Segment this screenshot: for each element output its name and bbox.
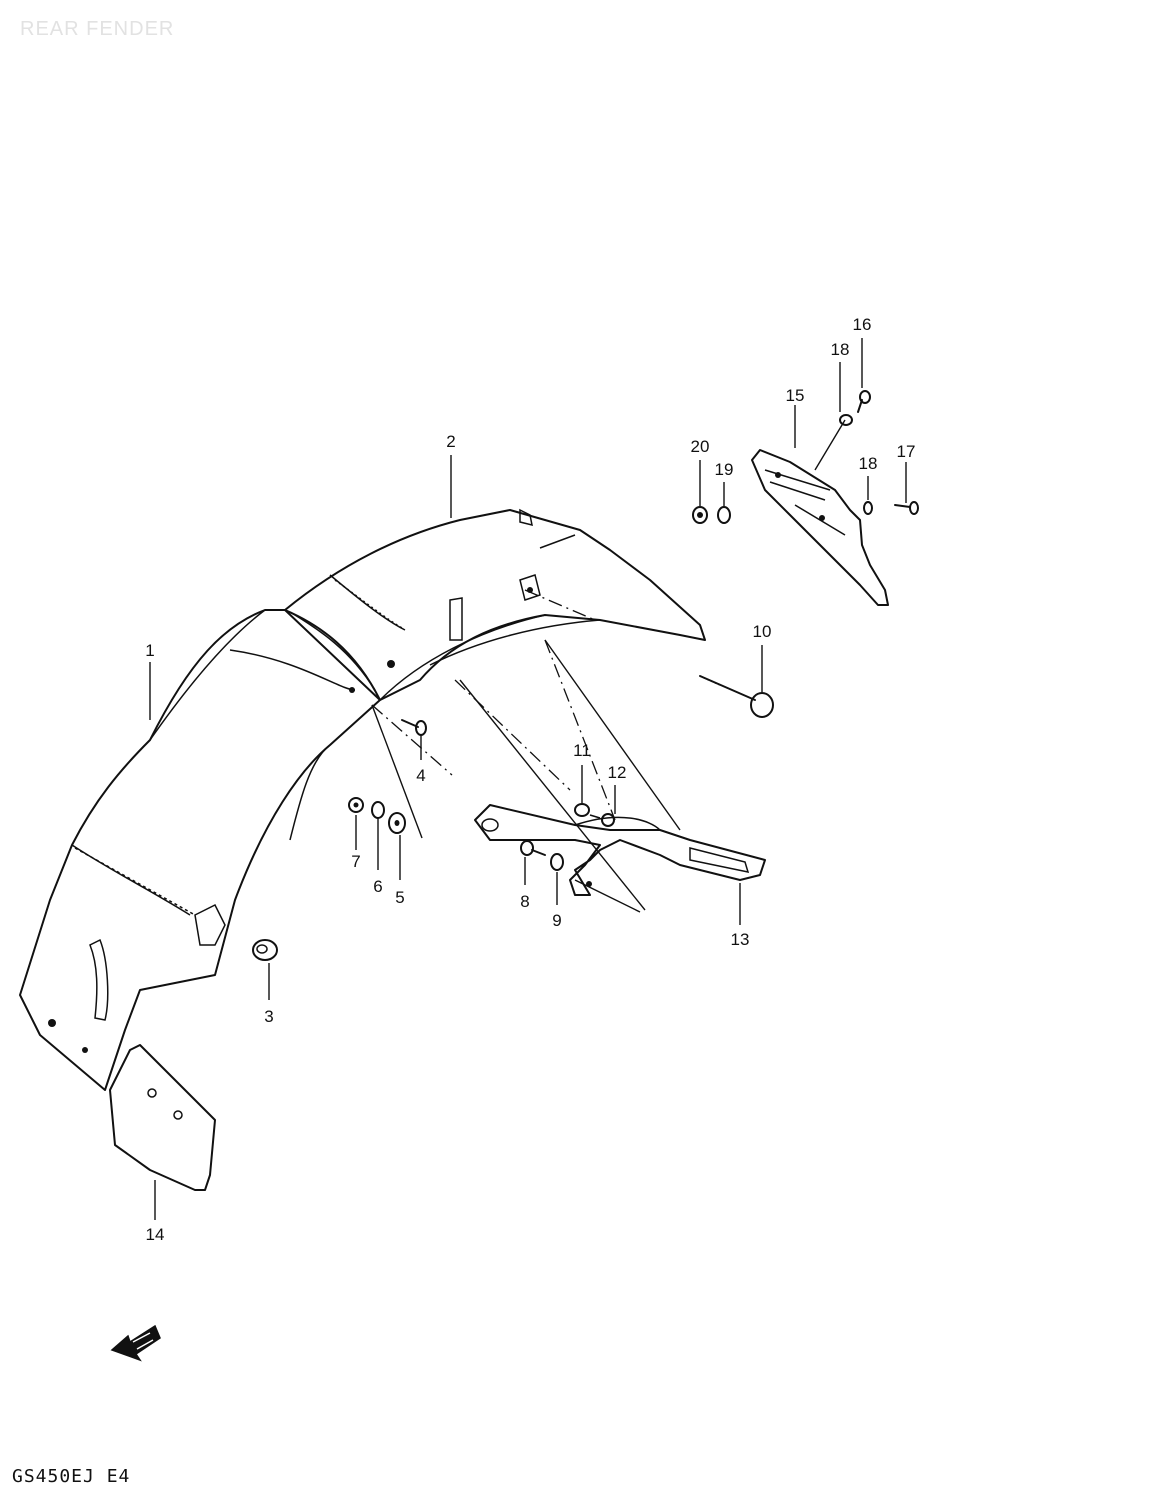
callout-1: 1 — [145, 641, 154, 660]
part-3-cushion — [252, 939, 278, 961]
diagram-title: REAR FENDER — [20, 18, 175, 40]
callout-16: 16 — [853, 315, 872, 334]
part-14-mud-flap — [109, 1044, 216, 1191]
part-15-reflector-bracket — [751, 449, 889, 606]
callout-7: 7 — [351, 852, 360, 871]
part-13-bracket — [474, 804, 766, 896]
part-4-screw — [401, 719, 427, 736]
callout-20: 20 — [691, 437, 710, 456]
parts-8-9-11-12-fasteners — [520, 803, 615, 871]
callout-18-lower: 18 — [859, 454, 878, 473]
assembly-lines — [371, 419, 846, 913]
callout-10: 10 — [753, 622, 772, 641]
callout-18-upper: 18 — [831, 340, 850, 359]
callout-4: 4 — [416, 766, 425, 785]
callout-5: 5 — [395, 888, 404, 907]
part-10-bolt — [699, 675, 774, 718]
part-1-rear-fender-front — [19, 609, 381, 1091]
parts-16-20-hardware — [692, 390, 919, 524]
front-direction-arrow-icon — [110, 1324, 161, 1362]
callout-14: 14 — [146, 1225, 165, 1244]
callout-2: 2 — [446, 432, 455, 451]
part-2-rear-fender-rear — [284, 508, 706, 701]
callout-15: 15 — [786, 386, 805, 405]
leader-lines — [149, 338, 907, 1220]
callout-12: 12 — [608, 763, 627, 782]
callout-13: 13 — [731, 930, 750, 949]
callout-6: 6 — [373, 877, 382, 896]
callout-9: 9 — [552, 911, 561, 930]
parts-5-6-7-washers-nut — [348, 797, 406, 834]
callout-11: 11 — [573, 741, 591, 760]
callout-3: 3 — [264, 1007, 273, 1026]
model-code: GS450EJ E4 — [12, 1466, 131, 1487]
callout-8: 8 — [520, 892, 529, 911]
callout-labels: 1 2 3 4 5 6 7 8 9 10 11 12 13 14 15 16 1… — [145, 315, 915, 1244]
callout-19: 19 — [715, 460, 734, 479]
callout-17: 17 — [897, 442, 916, 461]
